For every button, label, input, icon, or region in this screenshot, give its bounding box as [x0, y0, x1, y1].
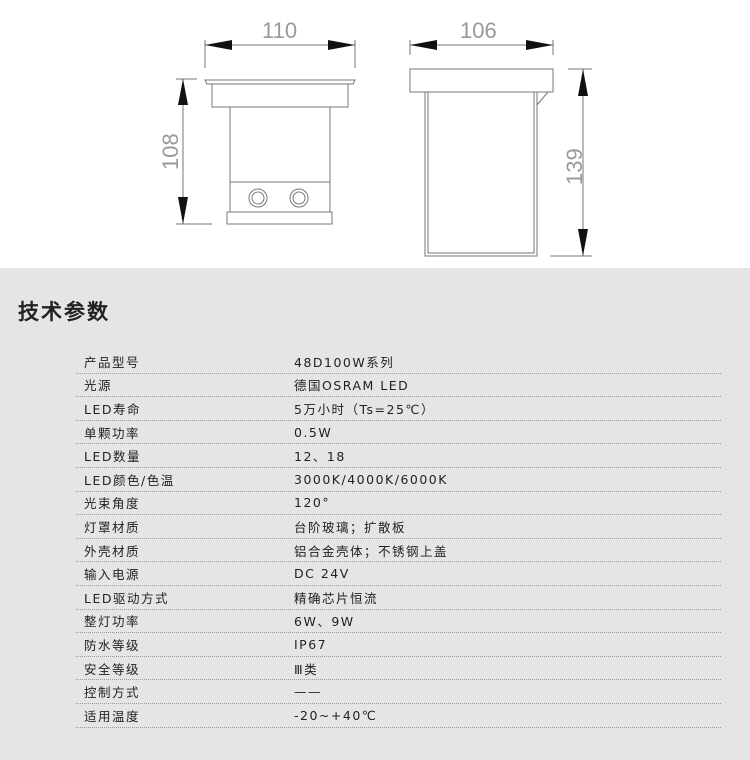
- spec-value: DC 24V: [294, 566, 350, 582]
- spec-value: 120°: [294, 495, 331, 511]
- spec-row: 外壳材质 铝合金壳体；不锈钢上盖: [76, 539, 721, 563]
- spec-value: -20~+40℃: [294, 707, 378, 723]
- spec-key: LED寿命: [84, 401, 141, 417]
- spec-value: 3000K/4000K/6000K: [294, 471, 448, 487]
- spec-key: 光束角度: [84, 496, 141, 512]
- spec-key: 光源: [84, 378, 113, 394]
- spec-key: 输入电源: [84, 567, 141, 583]
- spec-value: Ⅲ类: [294, 661, 319, 677]
- spec-key: 产品型号: [84, 354, 141, 370]
- spec-value: 铝合金壳体；不锈钢上盖: [294, 543, 449, 559]
- spec-row: 产品型号 48D100W系列: [76, 350, 721, 374]
- spec-row: 适用温度 -20~+40℃: [76, 704, 721, 728]
- front-width-label: 110: [262, 18, 297, 43]
- front-view: [176, 40, 356, 225]
- spec-key: LED数量: [84, 449, 141, 465]
- spec-key: 整灯功率: [84, 614, 141, 630]
- spec-row: LED数量 12、18: [76, 444, 721, 468]
- spec-row: 防水等级 IP67: [76, 633, 721, 657]
- side-width-label: 106: [460, 18, 497, 43]
- spec-key: 防水等级: [84, 637, 141, 653]
- spec-key: LED驱动方式: [84, 590, 169, 606]
- front-height-label: 108: [158, 133, 183, 170]
- spec-value: 0.5W: [294, 424, 333, 440]
- spec-value: ——: [294, 684, 322, 700]
- spec-value: IP67: [294, 636, 328, 652]
- spec-key: 外壳材质: [84, 543, 141, 559]
- spec-row: 单颗功率 0.5W: [76, 421, 721, 445]
- spec-row: 灯罩材质 台阶玻璃；扩散板: [76, 515, 721, 539]
- spec-row: LED寿命 5万小时（Ts=25℃）: [76, 397, 721, 421]
- spec-value: 精确芯片恒流: [294, 590, 379, 606]
- spec-row: 整灯功率 6W、9W: [76, 610, 721, 634]
- spec-value: 台阶玻璃；扩散板: [294, 519, 407, 535]
- side-view: [409, 40, 592, 257]
- spec-row: LED驱动方式 精确芯片恒流: [76, 586, 721, 610]
- spec-key: 适用温度: [84, 708, 141, 724]
- section-title: 技术参数: [18, 300, 110, 324]
- spec-value: 德国OSRAM LED: [294, 378, 410, 394]
- spec-table: 产品型号 48D100W系列光源 德国OSRAM LED LED寿命 5万小时（Ts=2…: [76, 350, 721, 728]
- spec-row: 输入电源 DC 24V: [76, 562, 721, 586]
- spec-row: 光源 德国OSRAM LED: [76, 374, 721, 398]
- spec-value: 48D100W系列: [294, 354, 395, 370]
- spec-key: 安全等级: [84, 661, 141, 677]
- spec-value: 5万小时（Ts=25℃）: [294, 401, 435, 417]
- spec-row: LED颜色/色温 3000K/4000K/6000K: [76, 468, 721, 492]
- dimension-drawing: 110 106 108 139: [0, 0, 750, 268]
- spec-key: 灯罩材质: [84, 519, 141, 535]
- spec-section: 技术参数 产品型号 48D100W系列光源 德国OSRAM LED LED寿命 5万小时…: [0, 268, 750, 760]
- spec-key: LED颜色/色温: [84, 472, 175, 488]
- spec-value: 12、18: [294, 449, 346, 465]
- spec-row: 光束角度 120°: [76, 492, 721, 516]
- spec-row: 安全等级 Ⅲ类: [76, 657, 721, 681]
- spec-key: 控制方式: [84, 685, 141, 701]
- spec-key: 单颗功率: [84, 425, 141, 441]
- spec-value: 6W、9W: [294, 614, 355, 630]
- side-height-label: 139: [562, 148, 587, 185]
- spec-row: 控制方式 ——: [76, 680, 721, 704]
